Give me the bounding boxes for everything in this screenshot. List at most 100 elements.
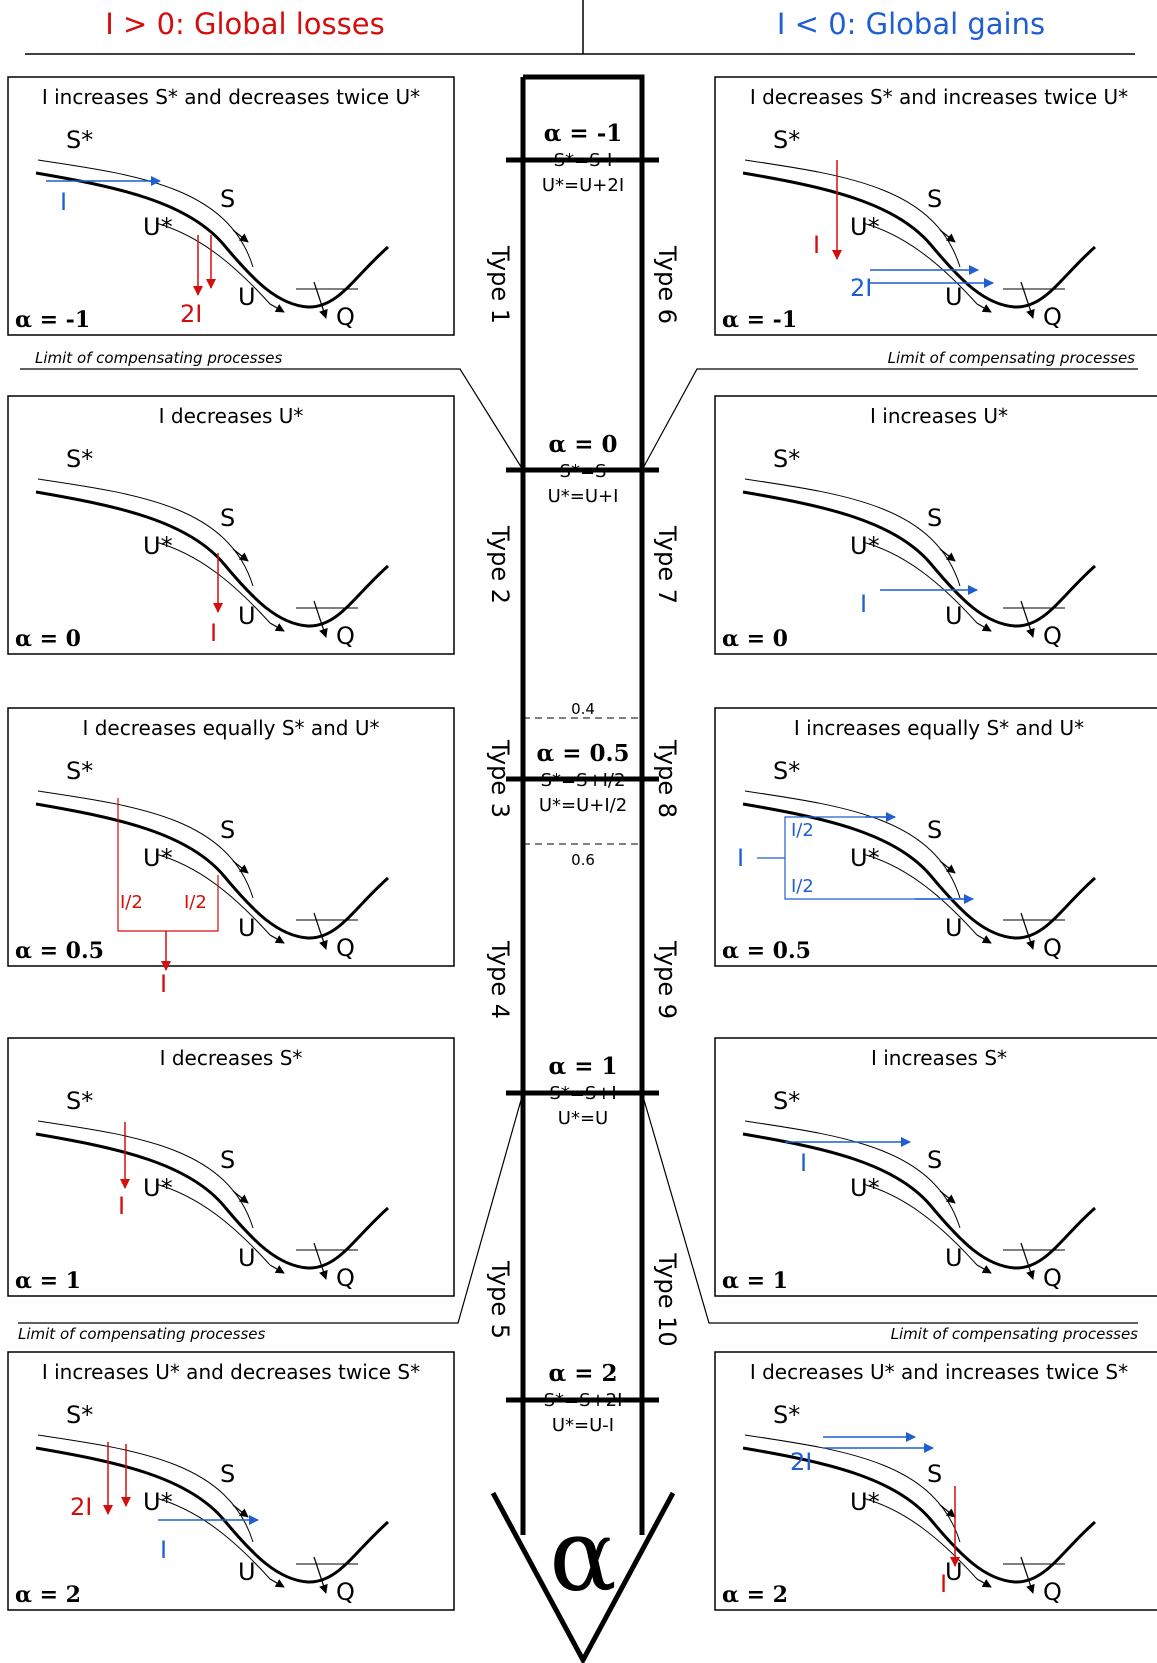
subsurface-flow-line [862,222,978,305]
i-flux-label: I [940,1570,947,1598]
level-s: S*=S+I/2 [541,770,626,791]
level-alpha: α = 0.5 [537,740,630,767]
i-flux-label: I [737,844,744,872]
level-alpha-05: α = 0.5 S*=S+I/2 U*=U+I/2 [537,740,630,816]
panel-title: I decreases U* [159,404,304,428]
u-label: U [238,283,256,311]
u-star-label: U* [143,844,173,872]
u-arrow [976,1264,992,1274]
hillslope-profile [742,1132,1096,1270]
s-star-label: S* [66,1401,93,1429]
panel-title: I increases S* [871,1046,1007,1070]
i-flux-label: I [813,231,820,259]
two-i-flux-label: 2I [180,300,202,328]
s-arrow [232,1504,249,1518]
panel-frame [7,707,455,967]
level-u: U*=U+2I [542,175,624,196]
type-10-label: Type 10 [653,1252,681,1346]
q-label: Q [336,1264,355,1292]
s-star-label: S* [773,1087,800,1115]
s-arrow [232,1190,249,1204]
subsurface-flow-line [155,853,271,936]
u-label: U [945,1244,963,1272]
two-i-flux-label: 2I [790,1448,812,1476]
q-arrow [1020,281,1035,319]
u-star-label: U* [850,844,880,872]
panel-frame [7,76,455,336]
limit-label-bottom-right: Limit of compensating processes [891,1325,1139,1343]
s-label: S [220,1146,235,1174]
panel-frame [714,707,1157,967]
subsurface-flow-line [155,541,271,624]
u-arrow [269,1264,285,1274]
s-arrow [939,1190,956,1204]
s-label: S [220,1460,235,1488]
level-alpha-2: α = 2 S*=S+2I U*=U-I [544,1360,623,1436]
u-label: U [238,1244,256,1272]
panel-alpha-label: α = 1 [722,1268,788,1294]
header-right-title: I < 0: Global gains [777,7,1045,41]
level-u: U*=U-I [552,1415,614,1436]
u-label: U [945,602,963,630]
subsurface-flow-line [862,1497,978,1580]
u-star-label: U* [143,1174,173,1202]
panel-frame [714,1037,1157,1297]
s-label: S [927,1460,942,1488]
q-arrow [313,1242,328,1280]
level-alpha-1: α = 1 S*=S+I U*=U [549,1053,618,1129]
panel-title: I increases U* and decreases twice S* [42,1360,420,1384]
u-arrow [976,934,992,944]
u-label: U [945,283,963,311]
u-star-label: U* [850,1488,880,1516]
left-panel-4: I decreases S*α = 1S*SU*UQI [7,1037,455,1297]
s-star-label: S* [773,126,800,154]
dash-06-label: 0.6 [571,851,595,869]
panel-frame [714,76,1157,336]
hillslope-profile [742,171,1096,309]
type-5-label: Type 5 [486,1260,514,1339]
q-label: Q [336,934,355,962]
panel-alpha-label: α = 0.5 [15,938,104,964]
s-star-label: S* [66,757,93,785]
level-alpha: α = 0 [549,431,618,458]
panel-title: I increases S* and decreases twice U* [42,85,420,109]
subsurface-flow-line [862,541,978,624]
hillslope-profile [35,1446,389,1584]
u-label: U [945,1558,963,1586]
panel-frame [714,1351,1157,1611]
u-label: U [238,602,256,630]
level-alpha: α = 2 [549,1360,618,1387]
panel-alpha-label: α = -1 [15,307,90,333]
left-panel-3: I decreases equally S* and U*α = 0.5S*SU… [7,707,455,998]
s-label: S [220,504,235,532]
s-arrow [939,860,956,874]
i-flux-label: I [860,590,867,618]
left-panel-2: I decreases U*α = 0S*SU*UQI [7,395,455,655]
level-s: S*=S+2I [544,1390,623,1411]
hillslope-profile [742,802,1096,940]
panel-alpha-label: α = 2 [722,1582,788,1608]
u-label: U [238,914,256,942]
level-alpha: α = 1 [549,1053,618,1080]
s-star-label: S* [773,1401,800,1429]
left-panel-5: I increases U* and decreases twice S*α =… [7,1351,455,1611]
panel-frame [7,1037,455,1297]
s-arrow [232,229,249,243]
level-alpha-m1: α = -1 S*=S-I U*=U+2I [542,120,624,196]
s-star-label: S* [66,1087,93,1115]
i-flux-label: I [118,1192,125,1220]
s-label: S [220,816,235,844]
s-arrow [939,229,956,243]
panel-title: I increases equally S* and U* [794,716,1084,740]
level-u: U*=U [558,1108,608,1129]
panel-alpha-label: α = 0 [722,626,788,652]
half-i-label: I/2 [184,892,207,913]
q-label: Q [336,622,355,650]
subsurface-flow-line [862,853,978,936]
panel-alpha-label: α = 0.5 [722,938,811,964]
panel-frame [7,395,455,655]
s-label: S [927,185,942,213]
limit-line-bottom-left [18,1092,524,1324]
q-arrow [1020,1242,1035,1280]
